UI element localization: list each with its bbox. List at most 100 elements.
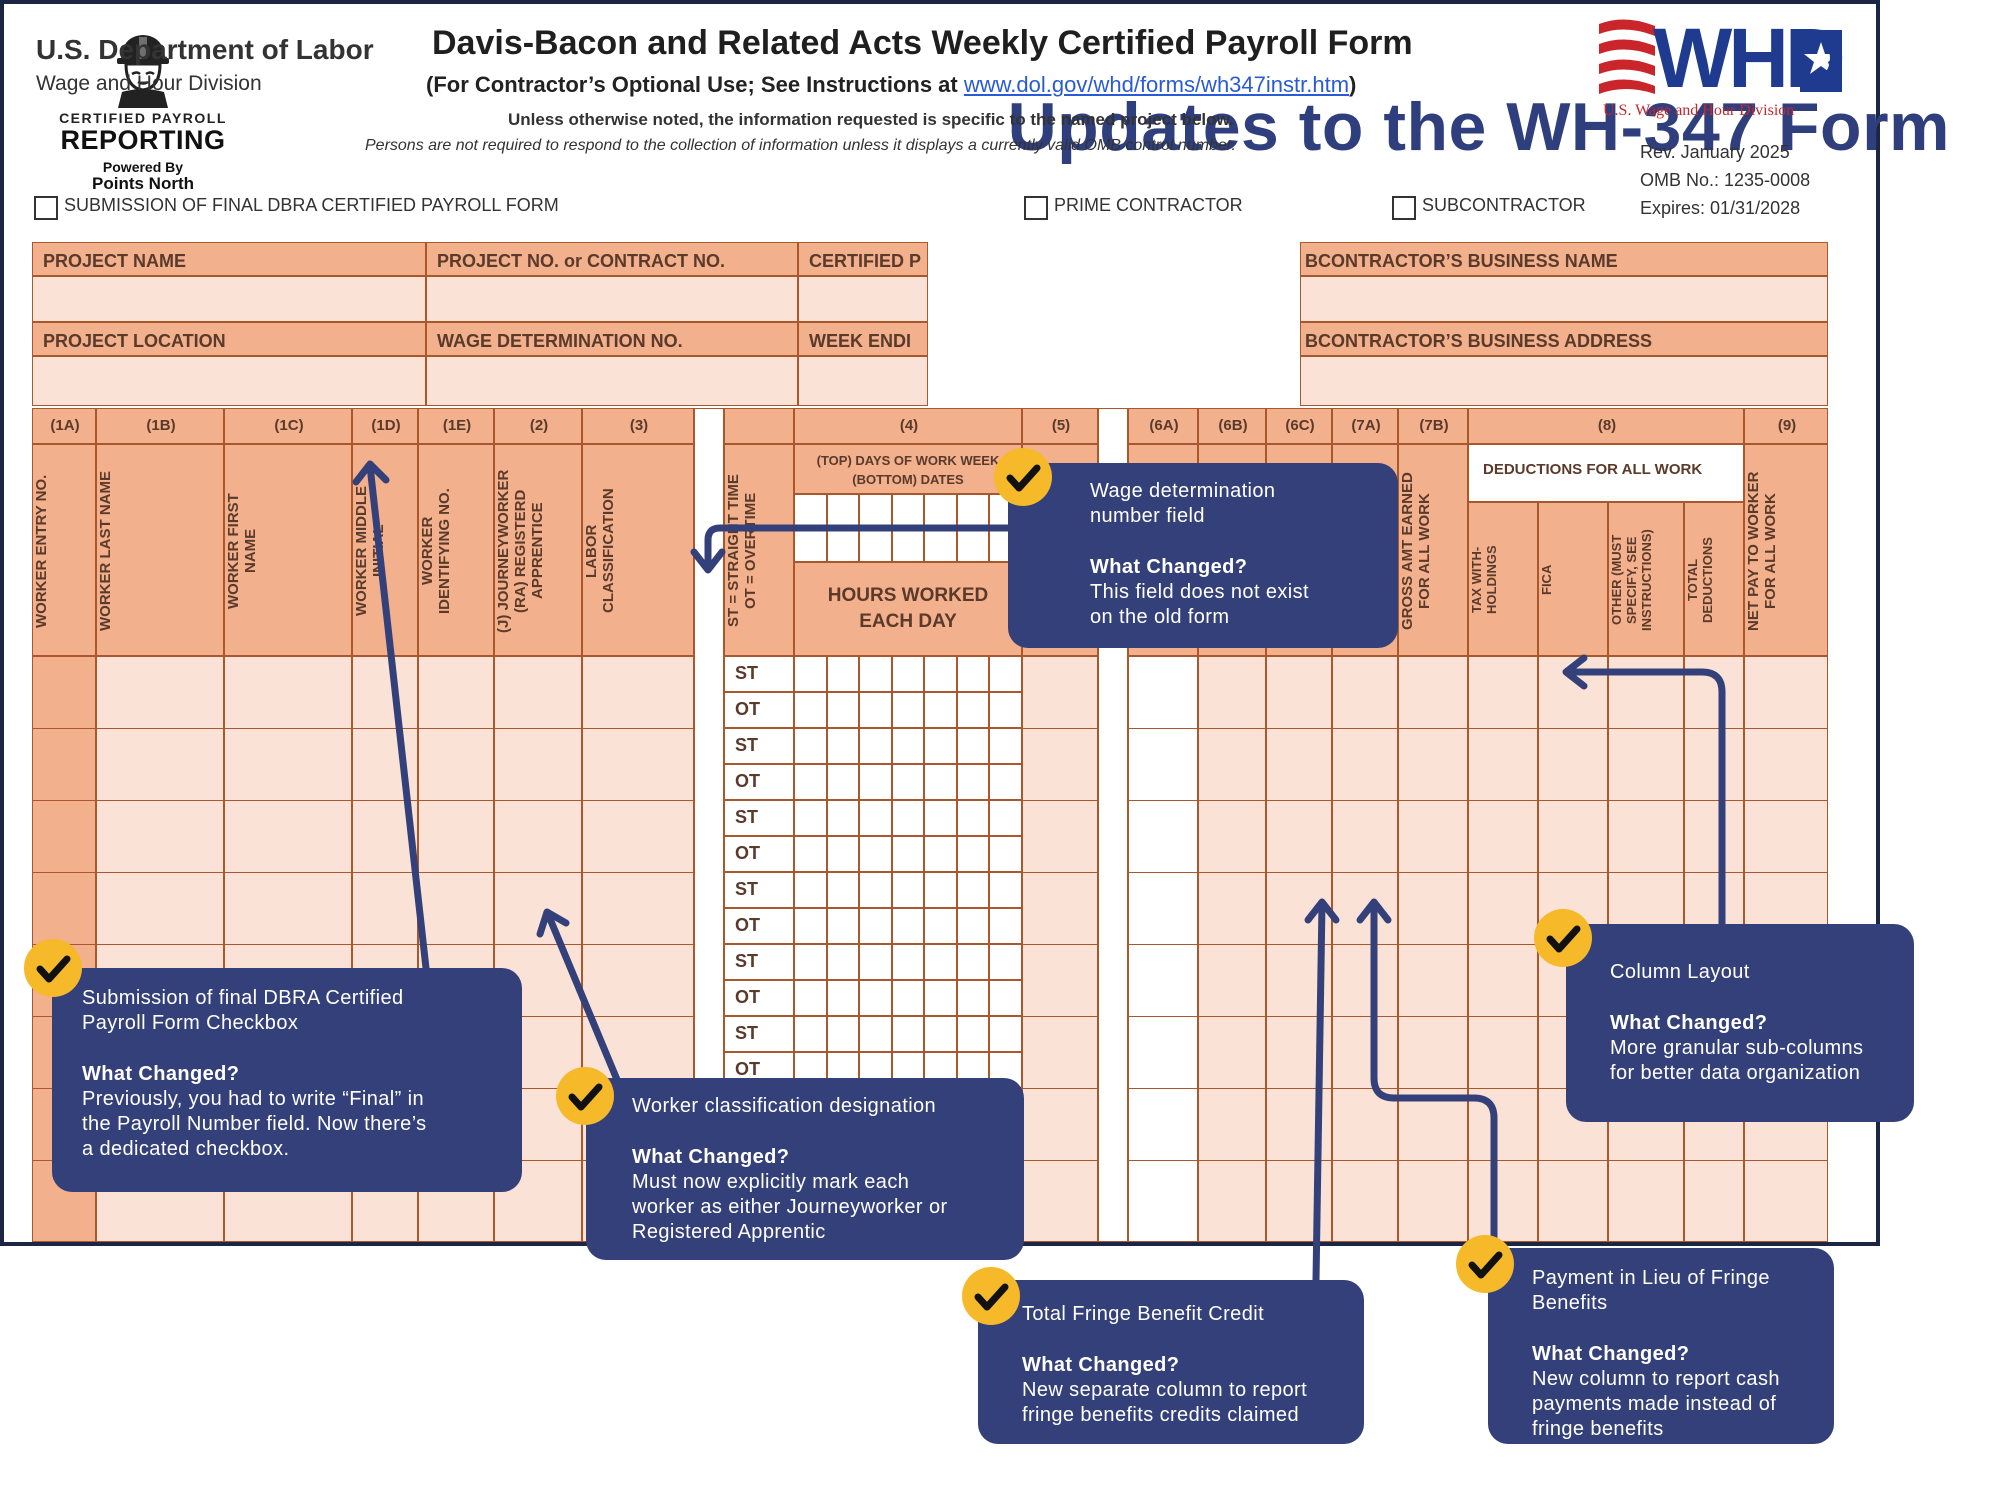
hours-cell[interactable] xyxy=(924,656,957,692)
hours-cell[interactable] xyxy=(859,1016,892,1052)
hours-cell[interactable] xyxy=(956,800,990,836)
hours-cell[interactable] xyxy=(956,944,990,980)
hours-cell[interactable] xyxy=(826,836,860,872)
hours-cell[interactable] xyxy=(989,980,1022,1016)
day-date-cell[interactable] xyxy=(794,528,827,562)
hours-cell[interactable] xyxy=(826,1016,860,1052)
hours-cell[interactable] xyxy=(859,872,892,908)
hours-cell[interactable] xyxy=(826,908,860,944)
hours-cell[interactable] xyxy=(924,1016,957,1052)
hours-cell[interactable] xyxy=(826,800,860,836)
project-name-input[interactable] xyxy=(32,276,426,322)
day-date-cell[interactable] xyxy=(826,528,860,562)
hours-cell[interactable] xyxy=(859,764,892,800)
final-submission-checkbox[interactable] xyxy=(34,196,58,220)
hours-cell[interactable] xyxy=(826,872,860,908)
hours-cell[interactable] xyxy=(989,836,1022,872)
column-body-c6b[interactable] xyxy=(1198,656,1266,1242)
hours-cell[interactable] xyxy=(989,728,1022,764)
hours-cell[interactable] xyxy=(924,800,957,836)
day-date-cell[interactable] xyxy=(924,528,957,562)
project-no-input[interactable] xyxy=(426,276,798,322)
project-location-input[interactable] xyxy=(32,356,426,406)
hours-cell[interactable] xyxy=(989,908,1022,944)
hours-cell[interactable] xyxy=(794,656,827,692)
subcontractor-checkbox[interactable] xyxy=(1392,196,1416,220)
column-body-c7a[interactable] xyxy=(1332,656,1398,1242)
hours-cell[interactable] xyxy=(924,908,957,944)
hours-cell[interactable] xyxy=(989,872,1022,908)
hours-cell[interactable] xyxy=(956,980,990,1016)
hours-cell[interactable] xyxy=(859,692,892,728)
hours-cell[interactable] xyxy=(891,944,925,980)
day-date-cell[interactable] xyxy=(956,494,990,528)
deduction-body-tax[interactable] xyxy=(1468,656,1538,1242)
hours-cell[interactable] xyxy=(924,980,957,1016)
hours-cell[interactable] xyxy=(989,656,1022,692)
hours-cell[interactable] xyxy=(859,728,892,764)
hours-cell[interactable] xyxy=(891,692,925,728)
column-body-c6a[interactable] xyxy=(1128,656,1198,1242)
hours-cell[interactable] xyxy=(826,656,860,692)
hours-cell[interactable] xyxy=(794,728,827,764)
hours-cell[interactable] xyxy=(859,836,892,872)
hours-cell[interactable] xyxy=(956,908,990,944)
hours-cell[interactable] xyxy=(891,1016,925,1052)
certified-input[interactable] xyxy=(798,276,928,322)
hours-cell[interactable] xyxy=(891,980,925,1016)
hours-cell[interactable] xyxy=(989,764,1022,800)
hours-cell[interactable] xyxy=(859,980,892,1016)
hours-cell[interactable] xyxy=(956,656,990,692)
hours-cell[interactable] xyxy=(924,728,957,764)
sub-business-address-input[interactable] xyxy=(1300,356,1828,406)
week-ending-input[interactable] xyxy=(798,356,928,406)
column-body-c7b[interactable] xyxy=(1398,656,1468,1242)
hours-cell[interactable] xyxy=(794,764,827,800)
hours-cell[interactable] xyxy=(956,1016,990,1052)
hours-cell[interactable] xyxy=(794,908,827,944)
hours-cell[interactable] xyxy=(794,836,827,872)
hours-cell[interactable] xyxy=(891,872,925,908)
hours-cell[interactable] xyxy=(891,728,925,764)
hours-cell[interactable] xyxy=(859,908,892,944)
day-date-cell[interactable] xyxy=(924,494,957,528)
hours-cell[interactable] xyxy=(794,944,827,980)
hours-cell[interactable] xyxy=(826,764,860,800)
hours-cell[interactable] xyxy=(826,944,860,980)
hours-cell[interactable] xyxy=(794,872,827,908)
hours-cell[interactable] xyxy=(891,764,925,800)
hours-cell[interactable] xyxy=(859,800,892,836)
hours-cell[interactable] xyxy=(924,944,957,980)
instructions-link[interactable]: www.dol.gov/whd/forms/wh347instr.htm xyxy=(963,72,1350,97)
hours-cell[interactable] xyxy=(924,836,957,872)
hours-cell[interactable] xyxy=(989,692,1022,728)
hours-cell[interactable] xyxy=(956,836,990,872)
prime-contractor-checkbox[interactable] xyxy=(1024,196,1048,220)
hours-cell[interactable] xyxy=(826,980,860,1016)
hours-cell[interactable] xyxy=(924,872,957,908)
hours-cell[interactable] xyxy=(891,908,925,944)
sub-business-name-input[interactable] xyxy=(1300,276,1828,322)
hours-cell[interactable] xyxy=(989,944,1022,980)
hours-cell[interactable] xyxy=(956,872,990,908)
hours-cell[interactable] xyxy=(794,692,827,728)
column-body-c5[interactable] xyxy=(1022,656,1098,1242)
wage-determination-input[interactable] xyxy=(426,356,798,406)
hours-cell[interactable] xyxy=(891,656,925,692)
hours-cell[interactable] xyxy=(794,800,827,836)
hours-cell[interactable] xyxy=(924,692,957,728)
hours-cell[interactable] xyxy=(956,692,990,728)
hours-cell[interactable] xyxy=(859,944,892,980)
hours-cell[interactable] xyxy=(956,728,990,764)
hours-cell[interactable] xyxy=(826,728,860,764)
hours-cell[interactable] xyxy=(989,1016,1022,1052)
day-date-cell[interactable] xyxy=(956,528,990,562)
hours-cell[interactable] xyxy=(891,800,925,836)
hours-cell[interactable] xyxy=(956,764,990,800)
hours-cell[interactable] xyxy=(891,836,925,872)
hours-cell[interactable] xyxy=(989,800,1022,836)
hours-cell[interactable] xyxy=(859,656,892,692)
hours-cell[interactable] xyxy=(826,692,860,728)
day-date-cell[interactable] xyxy=(891,528,925,562)
hours-cell[interactable] xyxy=(794,1016,827,1052)
